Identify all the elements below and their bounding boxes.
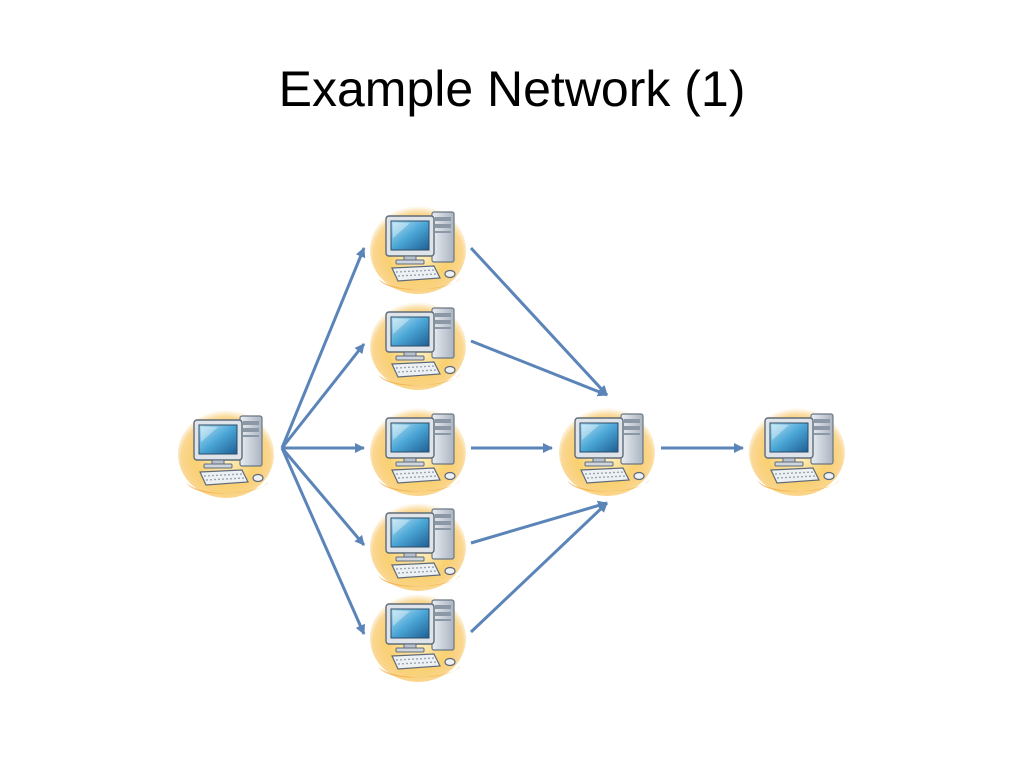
edge-middle-4-hub — [470, 500, 608, 545]
edge-middle-5-hub — [469, 501, 609, 634]
node-middle-5-computer-icon — [369, 593, 467, 683]
edge-source-middle-5 — [280, 447, 366, 635]
edge-middle-2-hub — [470, 339, 608, 397]
node-source-computer-icon — [177, 409, 275, 499]
node-middle-4-computer-icon — [369, 502, 467, 592]
edges — [280, 246, 744, 635]
nodes — [177, 205, 846, 683]
edge-source-middle-4 — [280, 447, 366, 546]
node-middle-2-computer-icon — [369, 301, 467, 391]
edge-source-middle-1 — [280, 247, 366, 449]
edge-source-middle-2 — [280, 343, 366, 449]
edge-middle-1-hub — [469, 246, 609, 397]
slide-title: Example Network (1) — [278, 61, 746, 117]
node-hub-computer-icon — [558, 407, 656, 497]
node-middle-3-computer-icon — [369, 407, 467, 497]
node-middle-1-computer-icon — [369, 205, 467, 295]
node-sink-computer-icon — [748, 407, 846, 497]
